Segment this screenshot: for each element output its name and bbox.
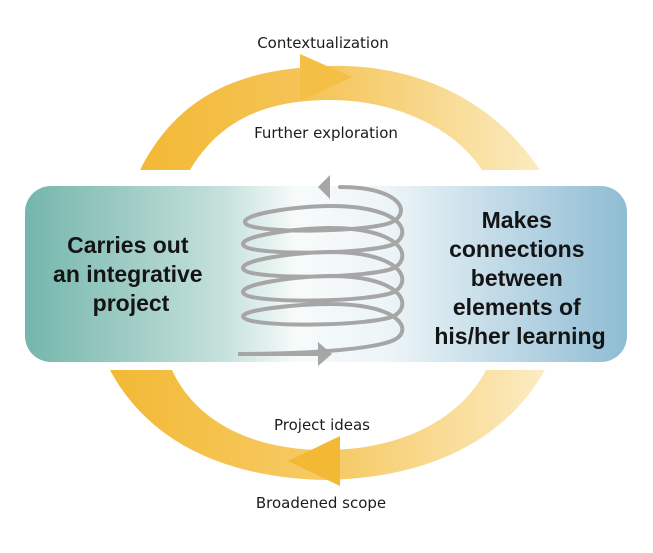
central-box xyxy=(25,186,627,362)
bottom-outer-label: Broadened scope xyxy=(256,494,386,512)
top-cycle-arrow xyxy=(140,65,540,170)
right-box-line-1: Makes xyxy=(482,207,552,233)
right-box-line-3: between xyxy=(471,265,563,291)
top-outer-label: Contextualization xyxy=(257,34,389,52)
left-box-line-1: Carries out xyxy=(67,232,189,258)
bottom-inner-label: Project ideas xyxy=(274,416,370,434)
top-arrowhead xyxy=(300,54,352,101)
right-box-line-4: elements of xyxy=(453,294,581,320)
bottom-arrowhead xyxy=(288,436,340,486)
bottom-cycle-arrow xyxy=(110,370,545,480)
right-box-line-2: connections xyxy=(449,236,584,262)
right-box-line-5: his/her learning xyxy=(434,323,605,349)
top-inner-label: Further exploration xyxy=(254,124,398,142)
right-box-text: Makes connections between elements of hi… xyxy=(434,207,605,349)
left-box-line-2: an integrative xyxy=(53,261,203,287)
spiral-icon xyxy=(237,175,405,366)
left-box-text: Carries out an integrative project xyxy=(53,232,209,316)
left-box-line-3: project xyxy=(93,290,170,316)
